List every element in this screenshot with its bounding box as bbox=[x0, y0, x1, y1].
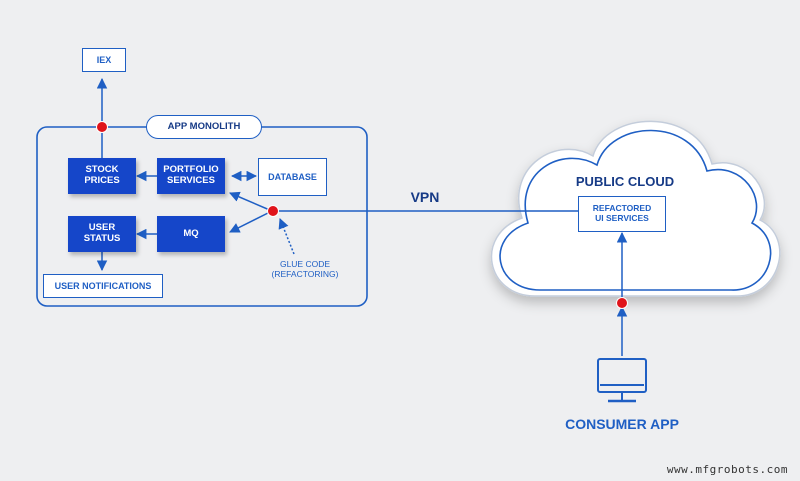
glue-code-label: GLUE CODE (REFACTORING) bbox=[271, 259, 339, 279]
junction-dot-glue bbox=[267, 205, 279, 217]
database-box: DATABASE bbox=[258, 158, 327, 196]
vpn-label: VPN bbox=[410, 188, 440, 205]
watermark: www.mfgrobots.com bbox=[666, 463, 788, 476]
consumer-app-label: CONSUMER APP bbox=[565, 415, 679, 432]
user-status-box: USER STATUS bbox=[68, 216, 136, 252]
app-monolith-label: APP MONOLITH bbox=[146, 115, 262, 139]
glue-to-mq-arrow bbox=[229, 210, 273, 233]
iex-box: IEX bbox=[82, 48, 126, 72]
glue-to-portfolio-arrow bbox=[229, 191, 273, 212]
portfolio-services-box: PORTFOLIO SERVICES bbox=[157, 158, 225, 194]
junction-dot-iex bbox=[96, 121, 108, 133]
glue-code-pointer bbox=[278, 218, 295, 255]
mq-box: MQ bbox=[157, 216, 225, 252]
refactored-ui-services-box: REFACTORED UI SERVICES bbox=[578, 196, 666, 232]
user-notifications-box: USER NOTIFICATIONS bbox=[43, 274, 163, 298]
junction-dot-cloud bbox=[616, 297, 628, 309]
stock-prices-box: STOCK PRICES bbox=[68, 158, 136, 194]
monitor-icon bbox=[597, 358, 647, 403]
public-cloud-label: PUBLIC CLOUD bbox=[575, 173, 675, 189]
